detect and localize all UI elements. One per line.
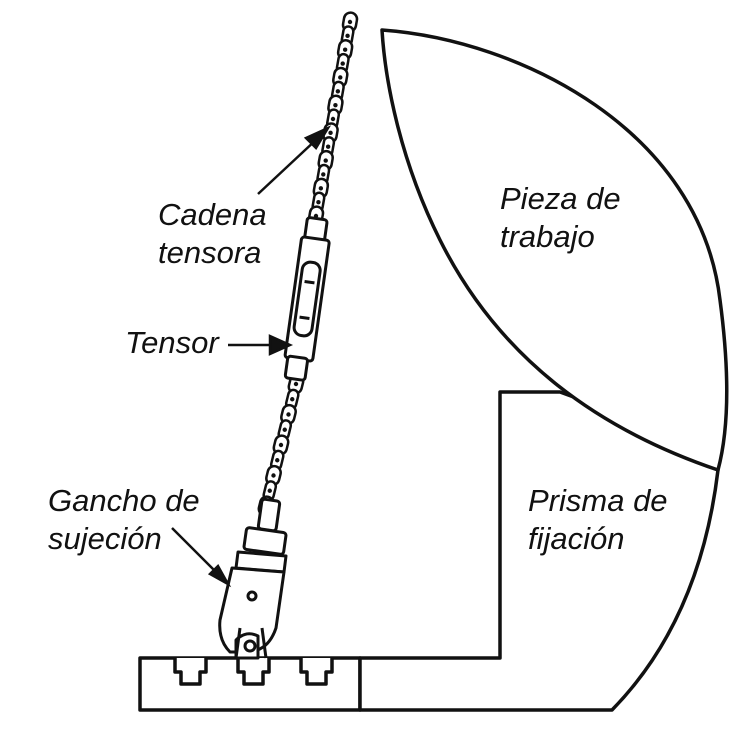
chain-pin bbox=[328, 130, 333, 136]
workpiece-label-line-1: Pieza de bbox=[500, 181, 621, 216]
chain-label: Cadena tensora bbox=[158, 196, 267, 272]
workpiece-label: Pieza de trabajo bbox=[500, 180, 621, 256]
chain-pin bbox=[340, 61, 345, 66]
chain-pin bbox=[345, 33, 350, 39]
chain-pin bbox=[321, 172, 326, 177]
tensioner-body bbox=[283, 216, 331, 382]
chain-pin bbox=[342, 47, 348, 52]
hook-label-line-2: sujeción bbox=[48, 521, 162, 556]
t-slot bbox=[236, 658, 271, 686]
hook-label-line-1: Gancho de bbox=[48, 483, 200, 518]
chain-pin bbox=[275, 458, 280, 463]
chain-pin bbox=[347, 19, 353, 25]
hook-label: Gancho de sujeción bbox=[48, 482, 200, 558]
tensioner-leader-arrow bbox=[228, 334, 294, 356]
chain-pin bbox=[338, 75, 343, 80]
chain-pin bbox=[335, 89, 341, 94]
workpiece bbox=[380, 28, 729, 472]
chain-pin bbox=[282, 427, 287, 432]
prism-label-line-1: Prisma de bbox=[528, 483, 668, 518]
chain-pin bbox=[323, 158, 328, 163]
tensioner-label: Tensor bbox=[125, 324, 219, 362]
prism-label-line-2: fijación bbox=[528, 521, 625, 556]
chain-pin bbox=[286, 412, 291, 417]
clamping-hook bbox=[218, 497, 288, 660]
chain-pin bbox=[333, 102, 338, 108]
chain-pin bbox=[267, 488, 272, 493]
chain-pin bbox=[293, 381, 299, 387]
chain-label-line-2: tensora bbox=[158, 235, 262, 270]
hook-leader-arrow bbox=[171, 527, 232, 588]
chain-pin bbox=[290, 397, 295, 402]
chain-leader-arrow bbox=[257, 125, 332, 195]
chain-pin bbox=[325, 144, 331, 149]
chain-pin bbox=[278, 442, 284, 448]
prism-label: Prisma de fijación bbox=[528, 482, 668, 558]
chain-pin bbox=[330, 116, 336, 122]
tensioner-label-text: Tensor bbox=[125, 325, 219, 360]
leader-arrows bbox=[171, 125, 332, 588]
chain-pin bbox=[318, 186, 324, 191]
base-rail bbox=[138, 656, 362, 712]
chain-pin bbox=[316, 199, 321, 205]
tension-chain-lower bbox=[257, 373, 305, 517]
t-slot bbox=[173, 658, 208, 686]
chain-pin bbox=[271, 473, 276, 478]
workpiece-label-line-2: trabajo bbox=[500, 219, 595, 254]
tension-chain-upper bbox=[307, 11, 359, 227]
t-slot bbox=[299, 658, 334, 686]
chain-label-line-1: Cadena bbox=[158, 197, 267, 232]
